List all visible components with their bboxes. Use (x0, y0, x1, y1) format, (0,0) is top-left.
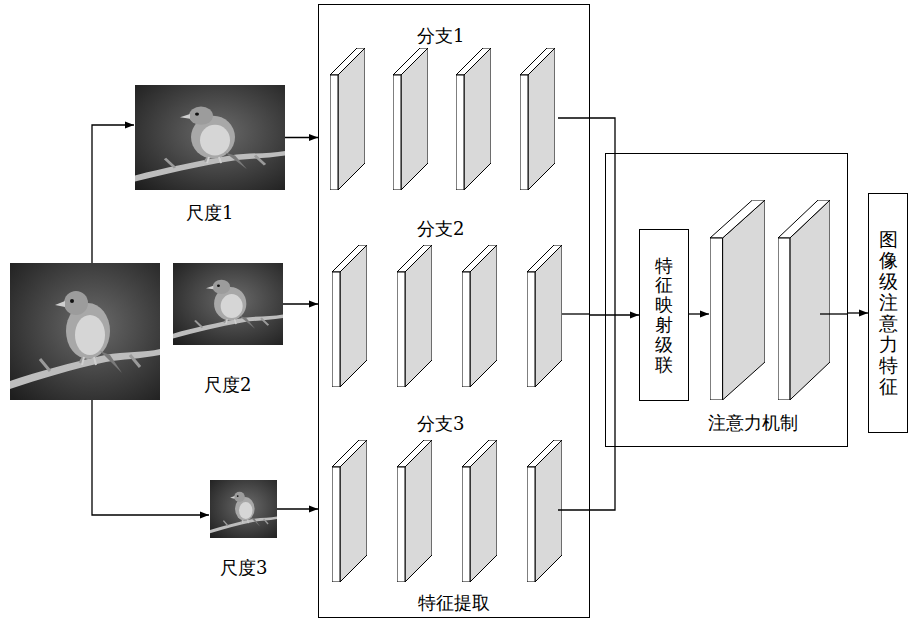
concat-box: 特征映射级联 (639, 229, 689, 401)
feature-map (527, 245, 562, 387)
feature-map (397, 245, 432, 387)
feature-map (462, 245, 497, 387)
attention-box: 注意力机制 特征映射级联 (605, 153, 848, 447)
concat-label: 特征映射级联 (655, 256, 673, 375)
flow-arrow (590, 314, 639, 315)
feature-extraction-box: 分支1 分支2 分支3 特征提取 (318, 4, 590, 618)
feature-map (393, 48, 428, 190)
split-arrow (92, 125, 134, 263)
scale-image (173, 263, 283, 345)
feature-map (332, 245, 367, 387)
source-image (10, 263, 160, 400)
feature-map (527, 440, 562, 582)
flow-arrow (277, 508, 318, 509)
scale-image-node: 尺度3 (210, 480, 277, 538)
branch-label: 分支1 (417, 25, 464, 47)
scale-image-node: 尺度2 (173, 263, 283, 345)
attention-map (778, 200, 830, 400)
feature-map (397, 440, 432, 582)
output-box: 图像级注意力特征 (868, 193, 908, 433)
flow-arrow (283, 303, 318, 304)
scale-label: 尺度3 (220, 557, 267, 579)
branch-label: 分支2 (417, 218, 464, 240)
scale-image (210, 480, 277, 538)
split-arrow (92, 400, 209, 515)
flow-arrow (688, 313, 709, 314)
scale-label: 尺度2 (204, 374, 251, 396)
feature-map (332, 440, 367, 582)
flow-arrow (285, 137, 318, 138)
feature-map (456, 48, 491, 190)
feature-map (330, 48, 365, 190)
branch-label: 分支3 (417, 413, 464, 435)
flow-arrow (848, 312, 868, 313)
merge-wire (562, 313, 590, 314)
scale-image (135, 85, 285, 190)
attention-map (710, 200, 765, 400)
merge-wire (558, 118, 615, 510)
feature-map (462, 440, 497, 582)
scale-label: 尺度1 (186, 202, 233, 224)
branch-label: 特征提取 (418, 592, 490, 614)
scale-image-node: 尺度1 (135, 85, 285, 190)
flow-wire (820, 313, 848, 314)
attention-label: 注意力机制 (708, 412, 798, 434)
feature-map (520, 48, 555, 190)
output-label: 图像级注意力特征 (879, 229, 898, 396)
